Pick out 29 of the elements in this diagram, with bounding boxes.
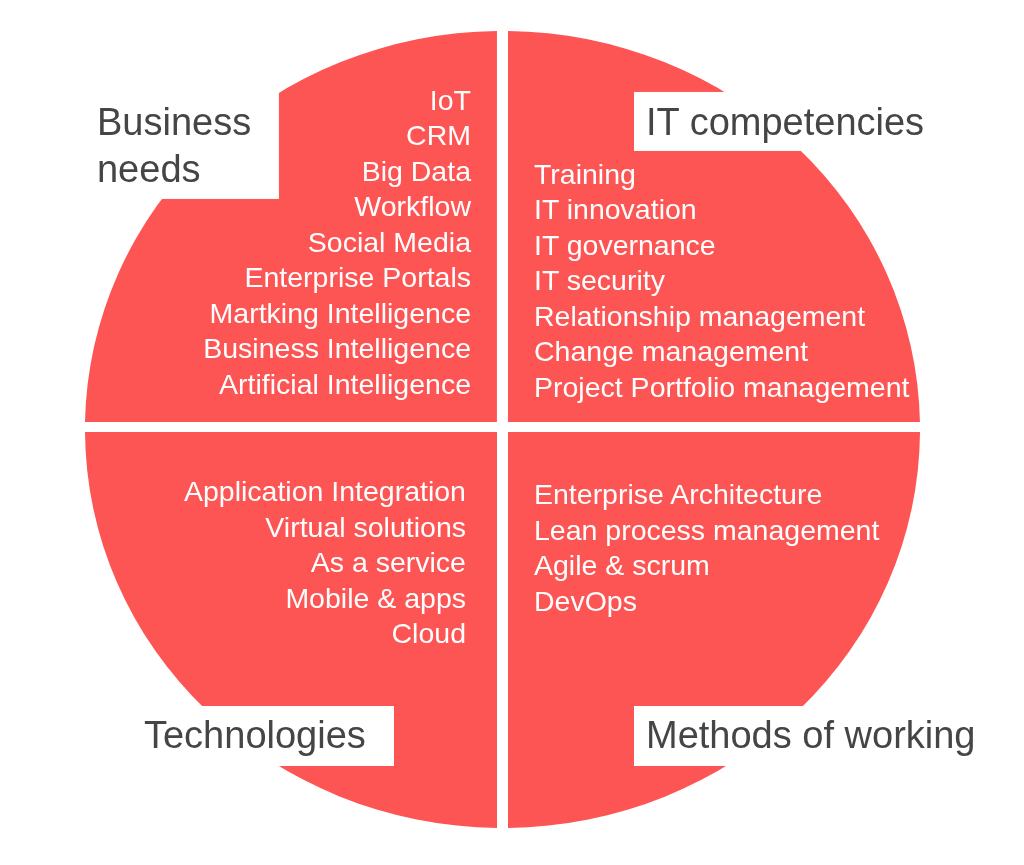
list-item: IoT [429,83,471,118]
list-item: Training [534,157,636,192]
list-item: As a service [310,545,466,580]
quadrant-heading: Technologies [144,713,366,758]
list-item: Enterprise Architecture [534,477,823,512]
list-item: Business Intelligence [203,331,471,367]
list-item: CRM [406,118,471,154]
list-item: Change management [534,334,809,370]
list-item: Mobile & apps [285,580,466,616]
list-item: IT governance [534,228,716,263]
list-item: Project Portfolio management [534,370,910,405]
quadrant-heading: IT competencies [646,100,925,145]
list-item: DevOps [534,583,637,619]
list-item: Relationship management [534,299,866,334]
list-item: Martking Intelligence [209,296,471,331]
list-item: Agile & scrum [534,548,710,583]
list-item: Application Integration [183,474,466,509]
list-item: IT security [534,263,665,299]
list-item: Workflow [354,189,471,225]
list-item: Big Data [361,154,471,189]
list-item: Social Media [307,225,471,260]
list-item: Enterprise Portals [244,260,471,296]
list-item: Virtual solutions [265,509,466,545]
quadrant-heading: Methods of working [646,713,976,758]
list-item: IT innovation [534,192,697,228]
list-item: Artificial Intelligence [219,367,471,402]
list-item: Lean process management [534,512,880,548]
list-item: Cloud [391,616,466,651]
quadrant-heading: Business needs [97,100,253,192]
